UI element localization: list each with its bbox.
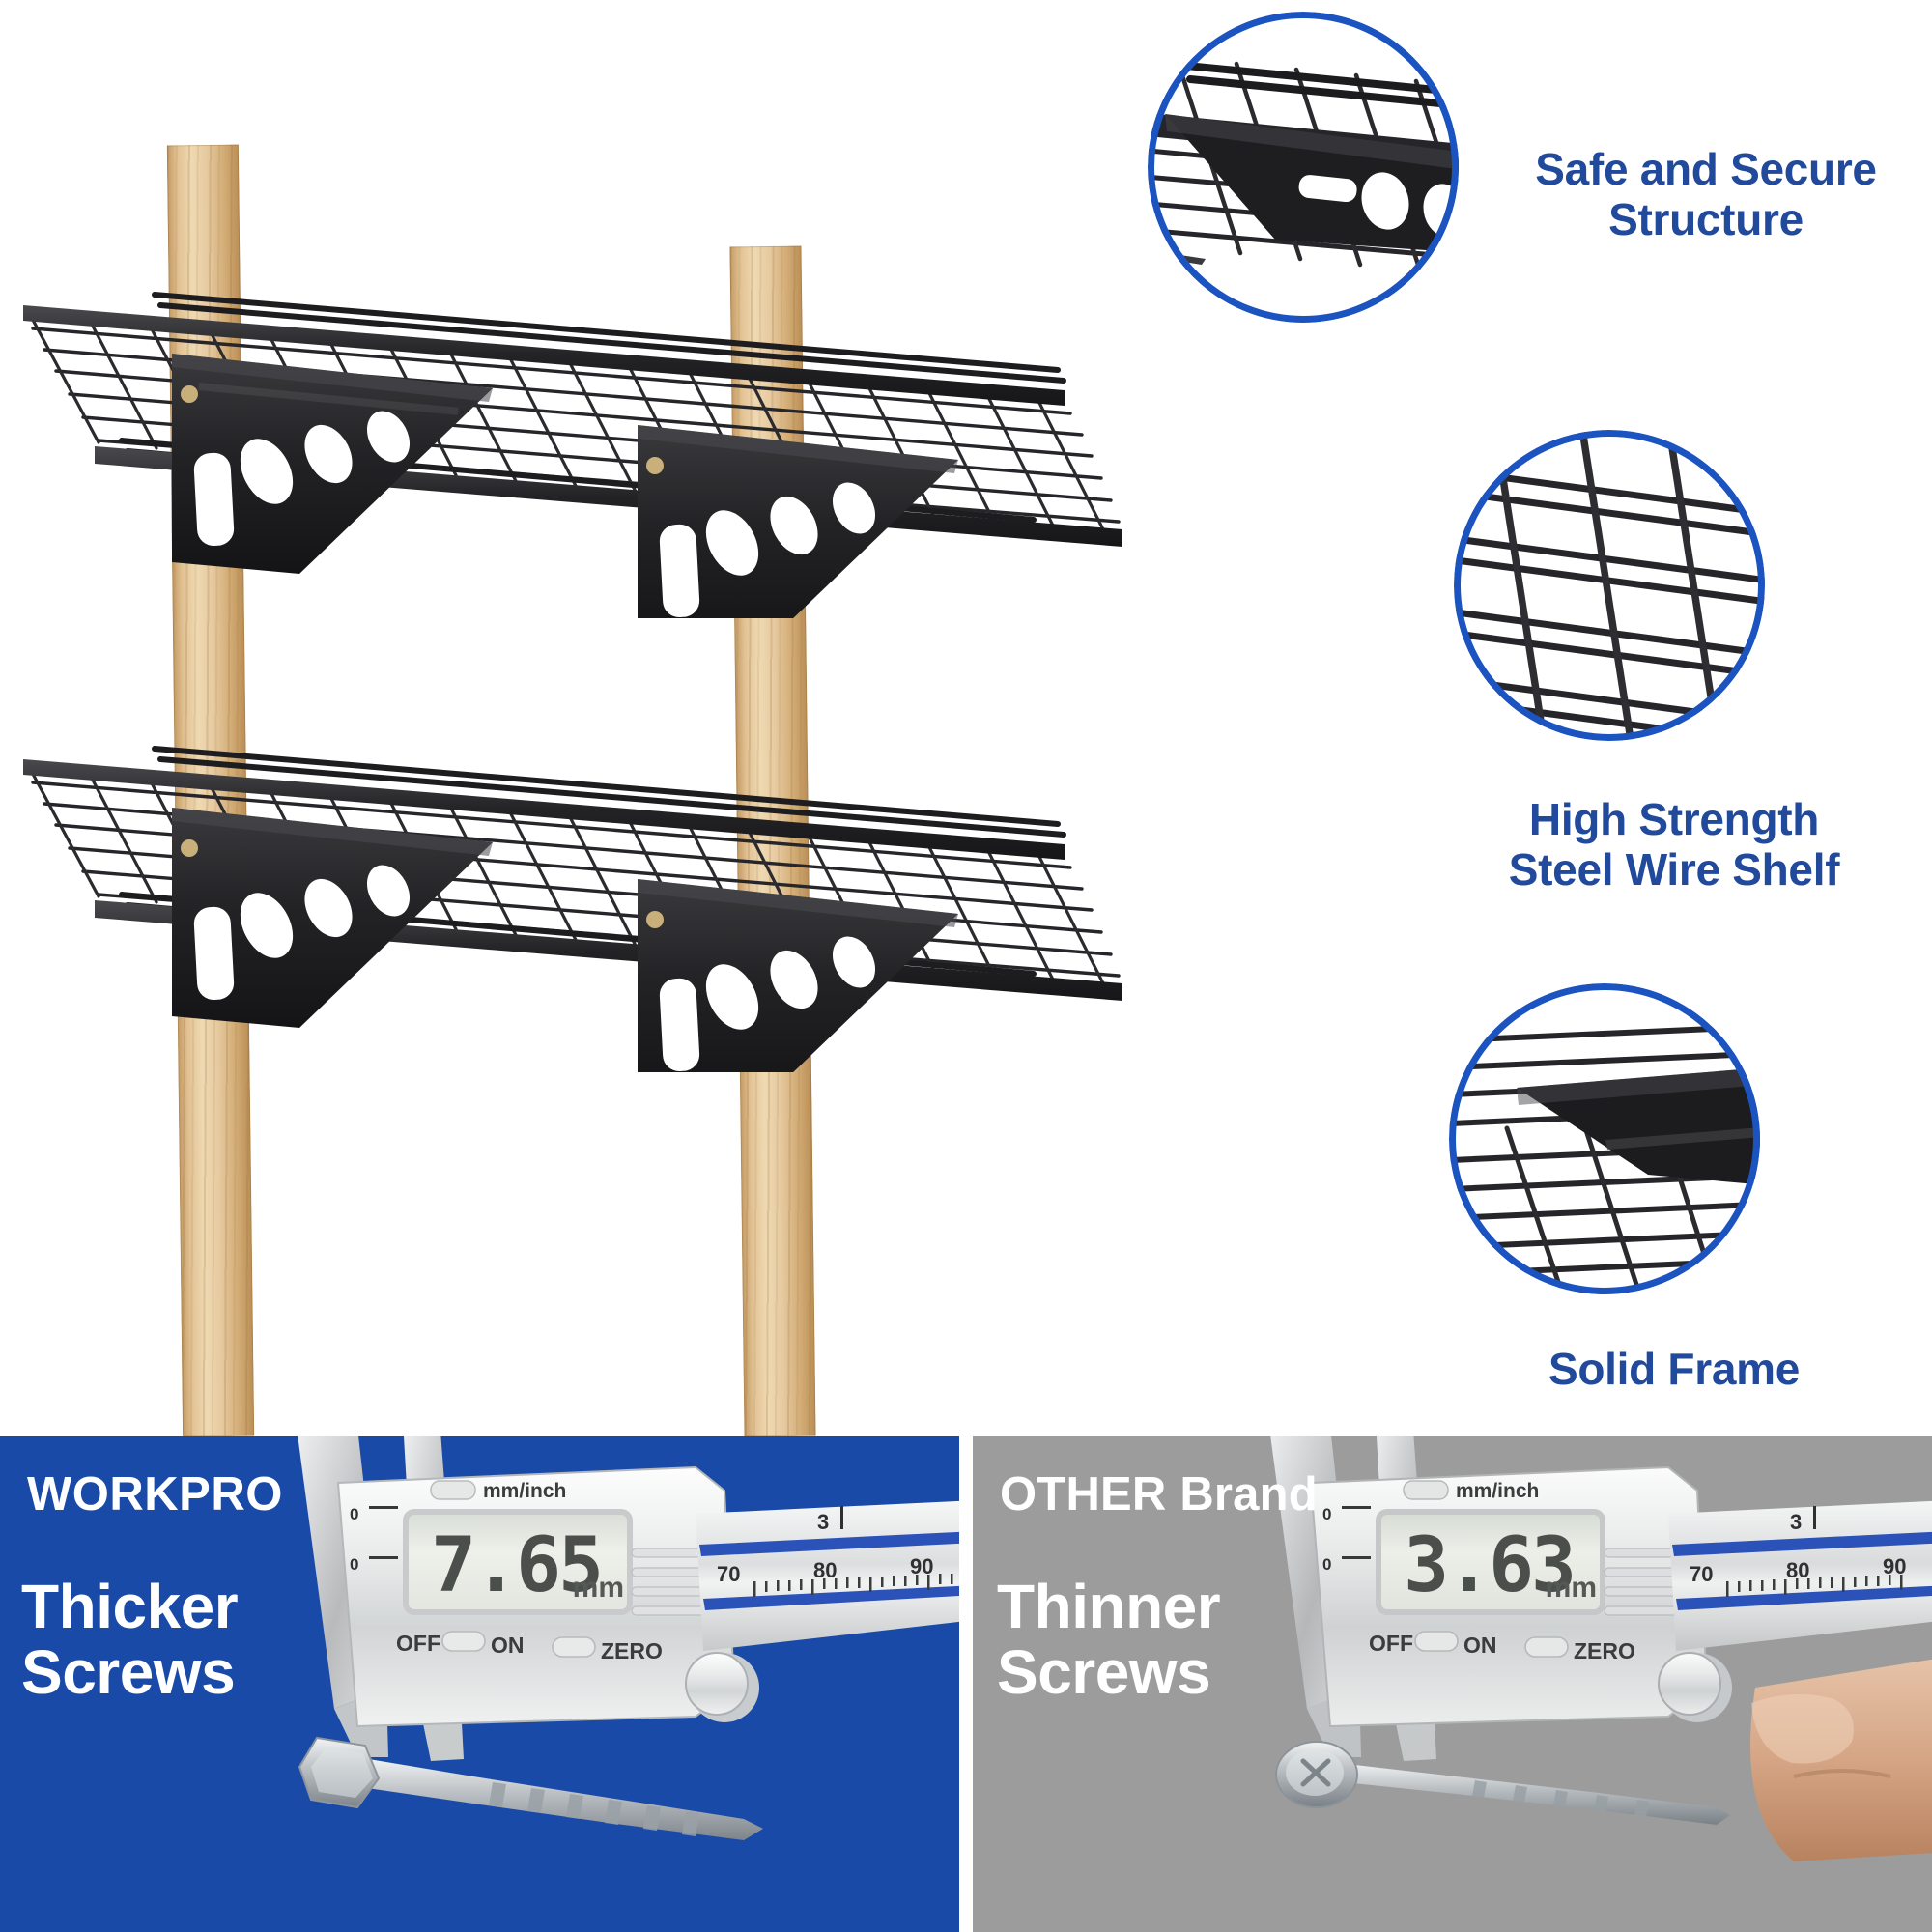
caliper-off-label: OFF bbox=[1369, 1631, 1413, 1656]
brand-other-strong: OTHER bbox=[1000, 1468, 1167, 1520]
screw-thinner bbox=[1275, 1741, 1730, 1825]
callout-solid-frame-image bbox=[1449, 983, 1760, 1294]
claim-line-2: Screws bbox=[997, 1636, 1211, 1707]
bracket-lower-right bbox=[638, 879, 958, 1072]
caliper-scale-inch-3: 3 bbox=[817, 1510, 829, 1534]
callout-label-steel-wire: High Strength Steel Wire Shelf bbox=[1447, 794, 1901, 895]
hero-product-section: Safe and Secure Structure bbox=[0, 0, 1932, 1436]
caliper-scale-mm-80: 80 bbox=[813, 1558, 837, 1582]
caliper-reading-unit: mm bbox=[1546, 1572, 1597, 1604]
bracket-lower-left bbox=[172, 808, 493, 1028]
panel-workpro: 0 0 mm/inch 7.65 mm OFF ON ZERO bbox=[0, 1436, 959, 1932]
caliper-scale-inch-3: 3 bbox=[1790, 1510, 1802, 1534]
shelf-lower bbox=[23, 746, 1122, 1072]
screw-thicker bbox=[298, 1736, 763, 1840]
comparison-section: 0 0 mm/inch 7.65 mm OFF ON ZERO bbox=[0, 1436, 1932, 1932]
callout-steel-wire-image bbox=[1454, 430, 1765, 741]
claim-thinner-screws: Thinner Screws bbox=[997, 1572, 1221, 1707]
svg-text:0: 0 bbox=[1322, 1505, 1331, 1523]
callout-label-line-1: High Strength bbox=[1528, 794, 1820, 844]
callout-label-safe-secure: Safe and Secure Structure bbox=[1499, 144, 1913, 244]
svg-text:0: 0 bbox=[350, 1505, 358, 1523]
callout-label-line-1: Solid Frame bbox=[1548, 1344, 1800, 1394]
caliper-zero-label: ZERO bbox=[1574, 1638, 1635, 1663]
caliper-other-brand: 0 0 mm/inch 3.63 mm OFF ON ZERO bbox=[1270, 1436, 1932, 1861]
bracket-upper-left bbox=[172, 354, 493, 574]
claim-line-1: Thicker bbox=[21, 1572, 239, 1641]
caliper-workpro: 0 0 mm/inch 7.65 mm OFF ON ZERO bbox=[298, 1436, 959, 1840]
caliper-reading-value: 3.63 bbox=[1404, 1522, 1574, 1609]
callout-label-line-2: Structure bbox=[1608, 193, 1804, 244]
panel-other-brand: 0 0 mm/inch 3.63 mm OFF ON ZERO bbox=[973, 1436, 1932, 1932]
caliper-on-label: ON bbox=[491, 1633, 525, 1658]
callout-label-solid-frame: Solid Frame bbox=[1447, 1344, 1901, 1395]
caliper-mode-label: mm/inch bbox=[483, 1480, 566, 1502]
callout-safe-secure-image bbox=[1148, 12, 1459, 323]
brand-other-rest: Brand bbox=[1166, 1468, 1318, 1520]
caliper-reading-unit: mm bbox=[573, 1572, 624, 1604]
caliper-scale-mm-90: 90 bbox=[1883, 1554, 1906, 1578]
caliper-scale-mm-70: 70 bbox=[1690, 1562, 1713, 1586]
brand-other-label: OTHER Brand bbox=[1000, 1467, 1318, 1521]
caliper-mode-label: mm/inch bbox=[1456, 1480, 1539, 1502]
bracket-upper-right bbox=[638, 425, 958, 618]
svg-text:0: 0 bbox=[350, 1555, 358, 1574]
claim-thicker-screws: Thicker Screws bbox=[21, 1572, 239, 1707]
callout-label-line-1: Safe and Secure bbox=[1535, 144, 1877, 194]
callout-steel-wire bbox=[1454, 430, 1765, 741]
shelf-upper bbox=[23, 292, 1122, 618]
caliper-off-label: OFF bbox=[396, 1631, 440, 1656]
claim-line-1: Thinner bbox=[997, 1572, 1221, 1641]
hand-holding-caliper bbox=[1750, 1659, 1932, 1861]
claim-line-2: Screws bbox=[21, 1636, 236, 1707]
caliper-zero-label: ZERO bbox=[601, 1638, 663, 1663]
caliper-scale-mm-70: 70 bbox=[717, 1562, 740, 1586]
callout-safe-secure bbox=[1148, 12, 1459, 323]
callout-solid-frame bbox=[1449, 983, 1760, 1294]
brand-workpro-label: WORKPRO bbox=[27, 1468, 283, 1520]
caliper-scale-mm-80: 80 bbox=[1786, 1558, 1809, 1582]
caliper-on-label: ON bbox=[1463, 1633, 1497, 1658]
callout-label-line-2: Steel Wire Shelf bbox=[1508, 843, 1840, 895]
caliper-reading-value: 7.65 bbox=[431, 1522, 601, 1609]
svg-text:0: 0 bbox=[1322, 1555, 1331, 1574]
caliper-scale-mm-90: 90 bbox=[910, 1554, 933, 1578]
